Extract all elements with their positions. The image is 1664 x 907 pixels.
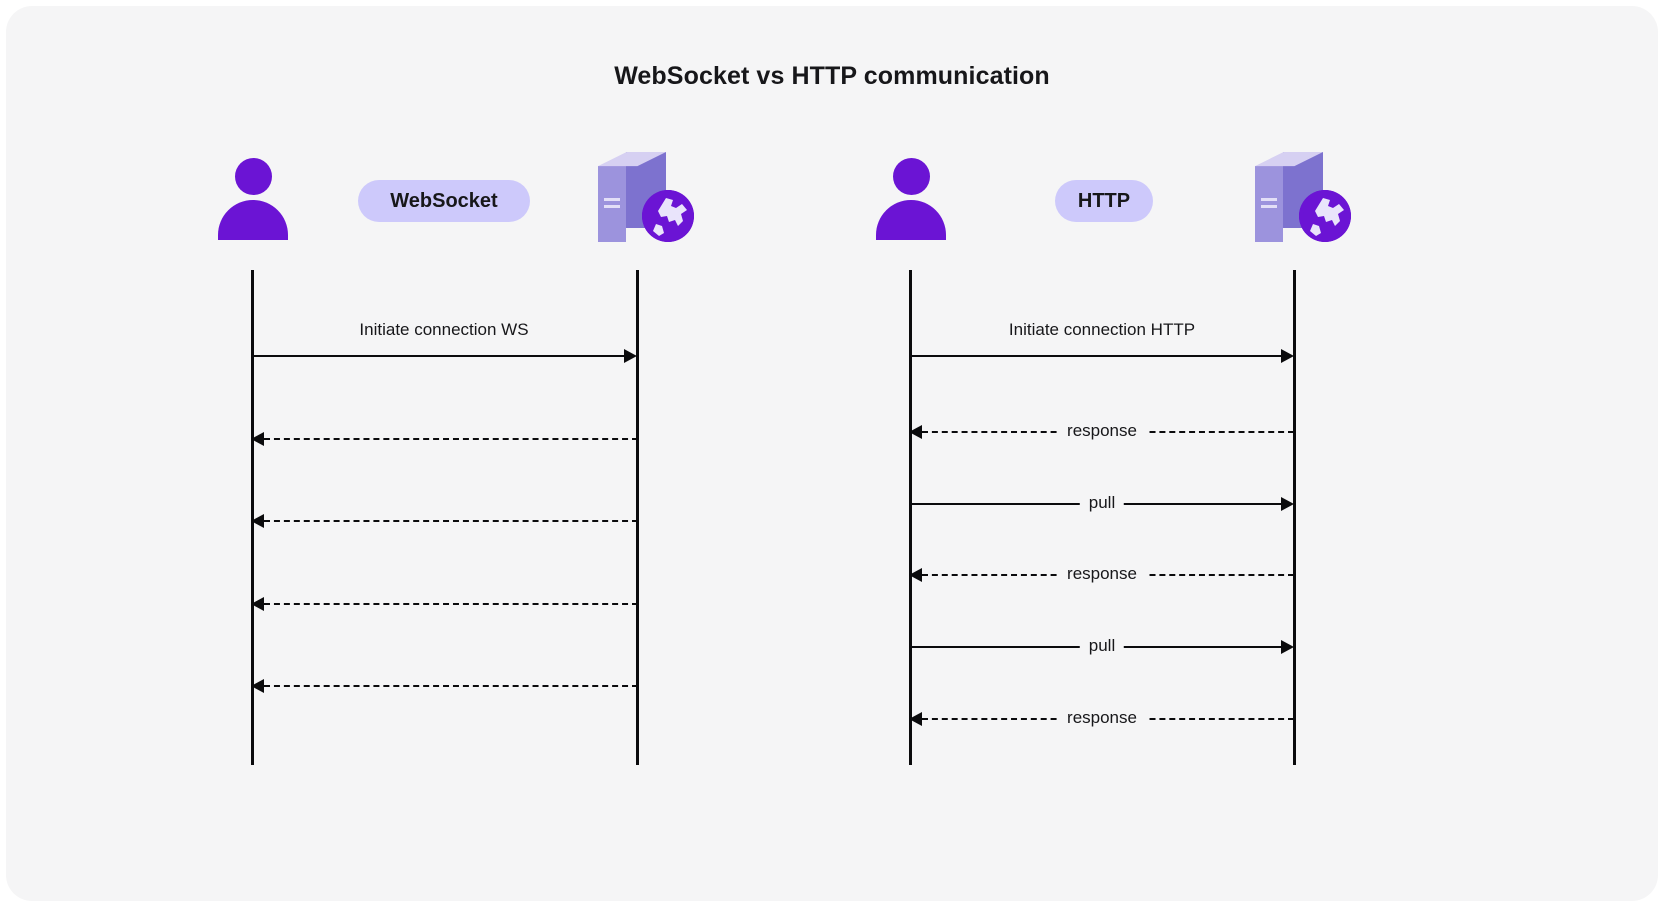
ws-client-user-icon	[218, 158, 288, 243]
ws-message-line	[264, 603, 638, 605]
server-front-face	[1255, 166, 1283, 242]
http-message-label: pull	[1079, 493, 1125, 513]
http-arrow-head-left	[909, 712, 922, 726]
ws-server-icon	[598, 152, 694, 244]
ws-message-line	[264, 520, 638, 522]
ws-arrow-head-right	[624, 349, 637, 363]
server-led-icon	[1261, 205, 1277, 208]
ws-message-line	[253, 355, 631, 357]
ws-arrow-head-left	[251, 679, 264, 693]
user-head-icon	[235, 158, 272, 195]
ws-message-label: Initiate connection WS	[350, 320, 538, 340]
diagram-board	[6, 6, 1658, 901]
http-message-label: response	[1058, 708, 1146, 728]
server-led-icon	[604, 205, 620, 208]
ws-arrow-head-left	[251, 514, 264, 528]
http-message-label: pull	[1079, 636, 1125, 656]
page-title: WebSocket vs HTTP communication	[614, 62, 1050, 90]
http-message-line	[911, 355, 1289, 357]
globe-icon	[1299, 190, 1351, 242]
http-arrow-head-left	[909, 568, 922, 582]
server-front-face	[598, 166, 626, 242]
http-client-user-icon	[876, 158, 946, 243]
user-head-icon	[893, 158, 930, 195]
http-arrow-head-right	[1281, 640, 1294, 654]
server-led-icon	[604, 198, 620, 201]
ws-arrow-head-left	[251, 432, 264, 446]
globe-icon	[642, 190, 694, 242]
http-message-label: Initiate connection HTTP	[999, 320, 1205, 340]
server-led-icon	[1261, 198, 1277, 201]
ws-server-lifeline	[636, 270, 639, 765]
http-arrow-head-left	[909, 425, 922, 439]
ws-arrow-head-left	[251, 597, 264, 611]
http-server-icon	[1255, 152, 1351, 244]
http-arrow-head-right	[1281, 497, 1294, 511]
http-message-label: response	[1058, 421, 1146, 441]
ws-message-line	[264, 438, 638, 440]
user-body-icon	[876, 200, 946, 240]
http-message-label: response	[1058, 564, 1146, 584]
http-client-lifeline	[909, 270, 912, 765]
http-server-lifeline	[1293, 270, 1296, 765]
ws-message-line	[264, 685, 638, 687]
badge-websocket: WebSocket	[358, 180, 530, 222]
badge-http: HTTP	[1055, 180, 1153, 222]
http-arrow-head-right	[1281, 349, 1294, 363]
user-body-icon	[218, 200, 288, 240]
